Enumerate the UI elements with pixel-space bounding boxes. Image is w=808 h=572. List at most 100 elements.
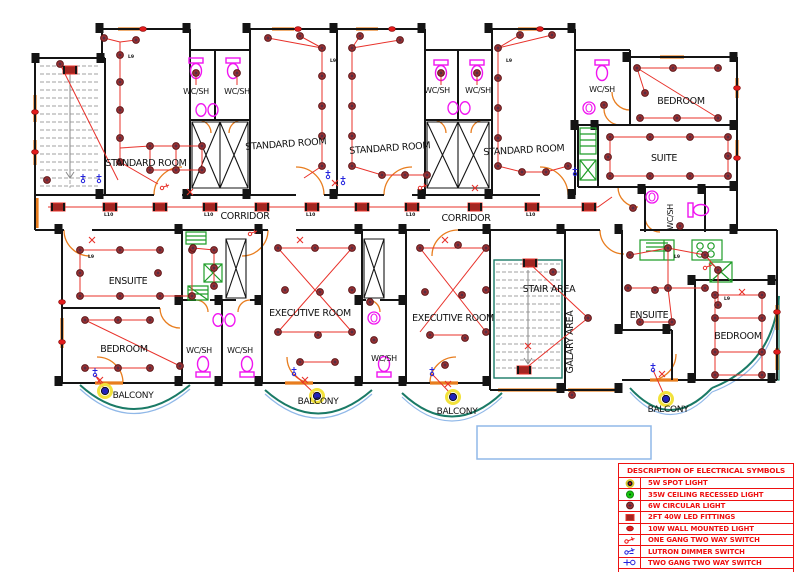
- circular-light-icon: [758, 348, 766, 356]
- circular-light-icon: [711, 348, 719, 356]
- fixture-tag: L10: [204, 212, 213, 218]
- door-cross-mark-icon: [658, 370, 666, 378]
- wall-mounted-light-icon: [31, 149, 39, 155]
- circular-light-icon: [461, 334, 469, 342]
- circular-light-icon: [494, 162, 502, 170]
- circular-light-icon: [426, 331, 434, 339]
- circular-light-icon: [401, 171, 409, 179]
- wall-mounted-light-icon: [733, 155, 741, 161]
- circular-light-icon: [311, 244, 319, 252]
- circular-light-icon: [646, 133, 654, 141]
- room-label-corridor-2: CORRIDOR: [441, 213, 491, 224]
- wall-column: [254, 224, 263, 234]
- wall-column: [329, 23, 338, 33]
- circular-light-icon: [714, 301, 722, 309]
- fixture-tag: L10: [104, 212, 113, 218]
- one-gang-switch-icon: [619, 534, 641, 546]
- wall-column: [182, 23, 191, 33]
- legend-row: 10W WALL MOUNTED LIGHT: [619, 523, 793, 535]
- kitchen-fixtures: [185, 127, 733, 301]
- wall-column: [484, 189, 493, 199]
- wall-column: [174, 376, 183, 386]
- room-label-galary-area: GALARY AREA: [565, 310, 576, 374]
- sink-icon: [367, 311, 381, 325]
- circular-light-icon: [281, 286, 289, 294]
- fixture-tag: L9: [88, 254, 94, 260]
- circular-light-icon: [758, 371, 766, 379]
- circular-light-icon: [626, 251, 634, 259]
- room-labels: STANDARD ROOM STANDARD ROOM STANDARD ROO…: [100, 85, 762, 417]
- led-fitting-icon: [50, 202, 66, 212]
- wall-column: [687, 275, 696, 285]
- room-label-balcony-1: BALCONY: [113, 391, 155, 401]
- wall-mounted-light-icon: [139, 26, 147, 32]
- circular-light-icon: [146, 142, 154, 150]
- room-label-balcony-4: BALCONY: [648, 405, 690, 415]
- circular-light-icon: [714, 266, 722, 274]
- fixture-tag: L10: [306, 212, 315, 218]
- wall-column: [767, 373, 776, 383]
- circular-light-icon: [366, 298, 374, 306]
- wall-mounted-light-icon: [619, 523, 641, 534]
- wall-column: [567, 189, 576, 199]
- fixture-tag: L9: [506, 58, 512, 64]
- wall-column: [729, 181, 738, 191]
- wall-column: [729, 52, 738, 62]
- circular-light-icon: [564, 162, 572, 170]
- wall-column: [31, 53, 40, 63]
- room-label-ensuite-2: ENSUITE: [630, 310, 669, 321]
- circular-light-icon: [198, 166, 206, 174]
- legend-label: 10W WALL MOUNTED LIGHT: [648, 524, 754, 533]
- wall-column: [96, 53, 105, 63]
- circular-light-icon: [673, 114, 681, 122]
- toilet-icon: [195, 355, 211, 378]
- legend-row: TWO GANG TWO WAY SWITCH: [619, 557, 793, 570]
- circular-light-icon: [274, 244, 282, 252]
- led-fitting-icon: [152, 202, 168, 212]
- circular-light-icon: [701, 284, 709, 292]
- balcony-edges: [79, 295, 780, 460]
- circular-light-icon: [318, 162, 326, 170]
- wall-column: [242, 23, 251, 33]
- wall-columns: [31, 23, 776, 393]
- room-label-ensuite-1: ENSUITE: [109, 276, 148, 287]
- legend-label: 35W CEILING RECESSED LIGHT: [648, 490, 764, 499]
- circular-light-icon: [711, 291, 719, 299]
- circular-light-icon: [192, 69, 200, 77]
- dimmer-switch-icon: [340, 175, 346, 186]
- room-label-wc-5: WC/SH: [589, 85, 615, 94]
- wall-column: [637, 184, 646, 194]
- circular-light-icon: [116, 292, 124, 300]
- circular-light-icon: [331, 358, 339, 366]
- room-label-wc-6: WC/SH: [666, 204, 675, 230]
- circular-light-icon: [154, 269, 162, 277]
- wall-column: [174, 295, 183, 305]
- ceiling-recessed-light-icon: [619, 489, 641, 500]
- circular-light-icon: [114, 364, 122, 372]
- legend-row: 6W CIRCULAR LIGHT: [619, 500, 793, 513]
- circular-light-icon: [76, 292, 84, 300]
- room-label-standard-2: STANDARD ROOM: [245, 136, 327, 153]
- circular-light-icon: [482, 244, 490, 252]
- wall-column: [482, 376, 491, 386]
- wall-column: [329, 189, 338, 199]
- circular-light-icon: [494, 104, 502, 112]
- circular-light-icon: [396, 36, 404, 44]
- circular-light-icon: [600, 101, 608, 109]
- circular-light-icon: [274, 328, 282, 336]
- circular-light-icon: [604, 153, 612, 161]
- circular-light-icon: [641, 89, 649, 97]
- wall-column: [398, 376, 407, 386]
- one-gang-switch-icon: [702, 263, 713, 271]
- led-fitting-icon: [354, 202, 370, 212]
- wall-column: [567, 23, 576, 33]
- circular-light-icon: [458, 291, 466, 299]
- room-label-suite: SUITE: [651, 153, 677, 164]
- circular-light-icon: [606, 133, 614, 141]
- wall-mounted-light-icon: [58, 299, 66, 305]
- circular-light-icon: [724, 172, 732, 180]
- circular-light-icon: [146, 364, 154, 372]
- fixture-tag: L9: [674, 254, 680, 260]
